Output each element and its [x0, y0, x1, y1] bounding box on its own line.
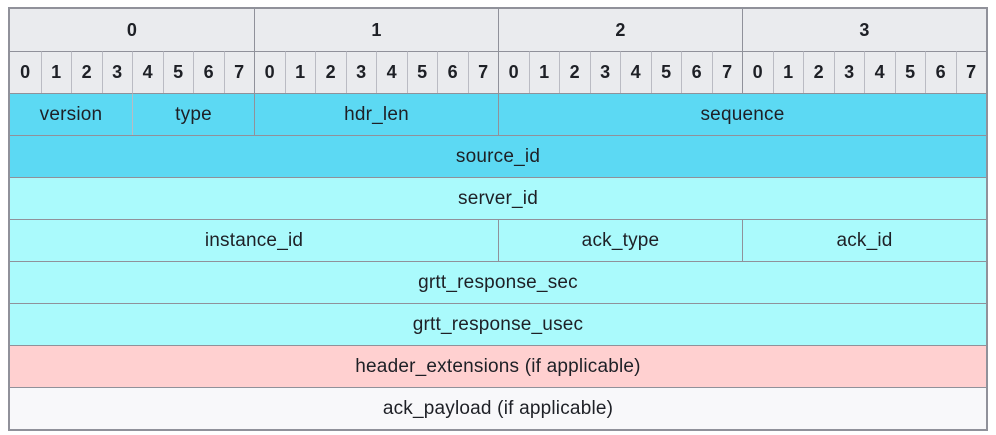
bit-header-cell: 2 — [315, 51, 346, 93]
field-server-id: server_id — [10, 177, 986, 219]
bit-header-cell: 7 — [467, 51, 498, 93]
field-hdr-len: hdr_len — [254, 93, 498, 135]
bit-header-cell: 1 — [40, 51, 71, 93]
bit-header-cell: 0 — [742, 51, 773, 93]
byte-header-0: 0 — [10, 9, 254, 51]
field-source-id: source_id — [10, 135, 986, 177]
bit-header-cell: 5 — [650, 51, 681, 93]
bit-header-cell: 6 — [193, 51, 224, 93]
bit-header-cell: 2 — [803, 51, 834, 93]
bit-header-cell: 4 — [620, 51, 651, 93]
bit-header-cell: 1 — [772, 51, 803, 93]
field-grtt-response-sec: grtt_response_sec — [10, 261, 986, 303]
bit-header-cell: 4 — [132, 51, 163, 93]
bit-header-cell: 5 — [162, 51, 193, 93]
byte-header-1: 1 — [254, 9, 498, 51]
bit-header-cell: 6 — [437, 51, 468, 93]
field-ack-type: ack_type — [498, 219, 742, 261]
field-instance-id: instance_id — [10, 219, 498, 261]
bit-header-cell: 7 — [223, 51, 254, 93]
bit-header-cell: 0 — [254, 51, 285, 93]
bit-header-cell: 7 — [711, 51, 742, 93]
bit-header-cell: 5 — [406, 51, 437, 93]
bit-header-cell: 3 — [833, 51, 864, 93]
bit-header-cell: 1 — [528, 51, 559, 93]
bit-header-cell: 3 — [345, 51, 376, 93]
field-sequence: sequence — [498, 93, 986, 135]
bit-header-cell: 7 — [955, 51, 986, 93]
bit-header-cell: 6 — [925, 51, 956, 93]
bit-header-cell: 5 — [894, 51, 925, 93]
bit-header-cell: 2 — [559, 51, 590, 93]
bit-header-cell: 2 — [71, 51, 102, 93]
field-ack-payload-if-applicable: ack_payload (if applicable) — [10, 387, 986, 429]
bit-header-cell: 0 — [10, 51, 41, 93]
byte-header-2: 2 — [498, 9, 742, 51]
field-type: type — [132, 93, 254, 135]
bit-header-cell: 4 — [864, 51, 895, 93]
field-grtt-response-usec: grtt_response_usec — [10, 303, 986, 345]
bit-header-cell: 0 — [498, 51, 529, 93]
field-version: version — [10, 93, 132, 135]
field-ack-id: ack_id — [742, 219, 986, 261]
bit-header-cell: 3 — [101, 51, 132, 93]
bit-header-cell: 6 — [681, 51, 712, 93]
field-header-extensions-if-applicable: header_extensions (if applicable) — [10, 345, 986, 387]
bit-header-cell: 3 — [589, 51, 620, 93]
byte-header-3: 3 — [742, 9, 986, 51]
bit-header-cell: 4 — [376, 51, 407, 93]
bit-header-cell: 1 — [284, 51, 315, 93]
